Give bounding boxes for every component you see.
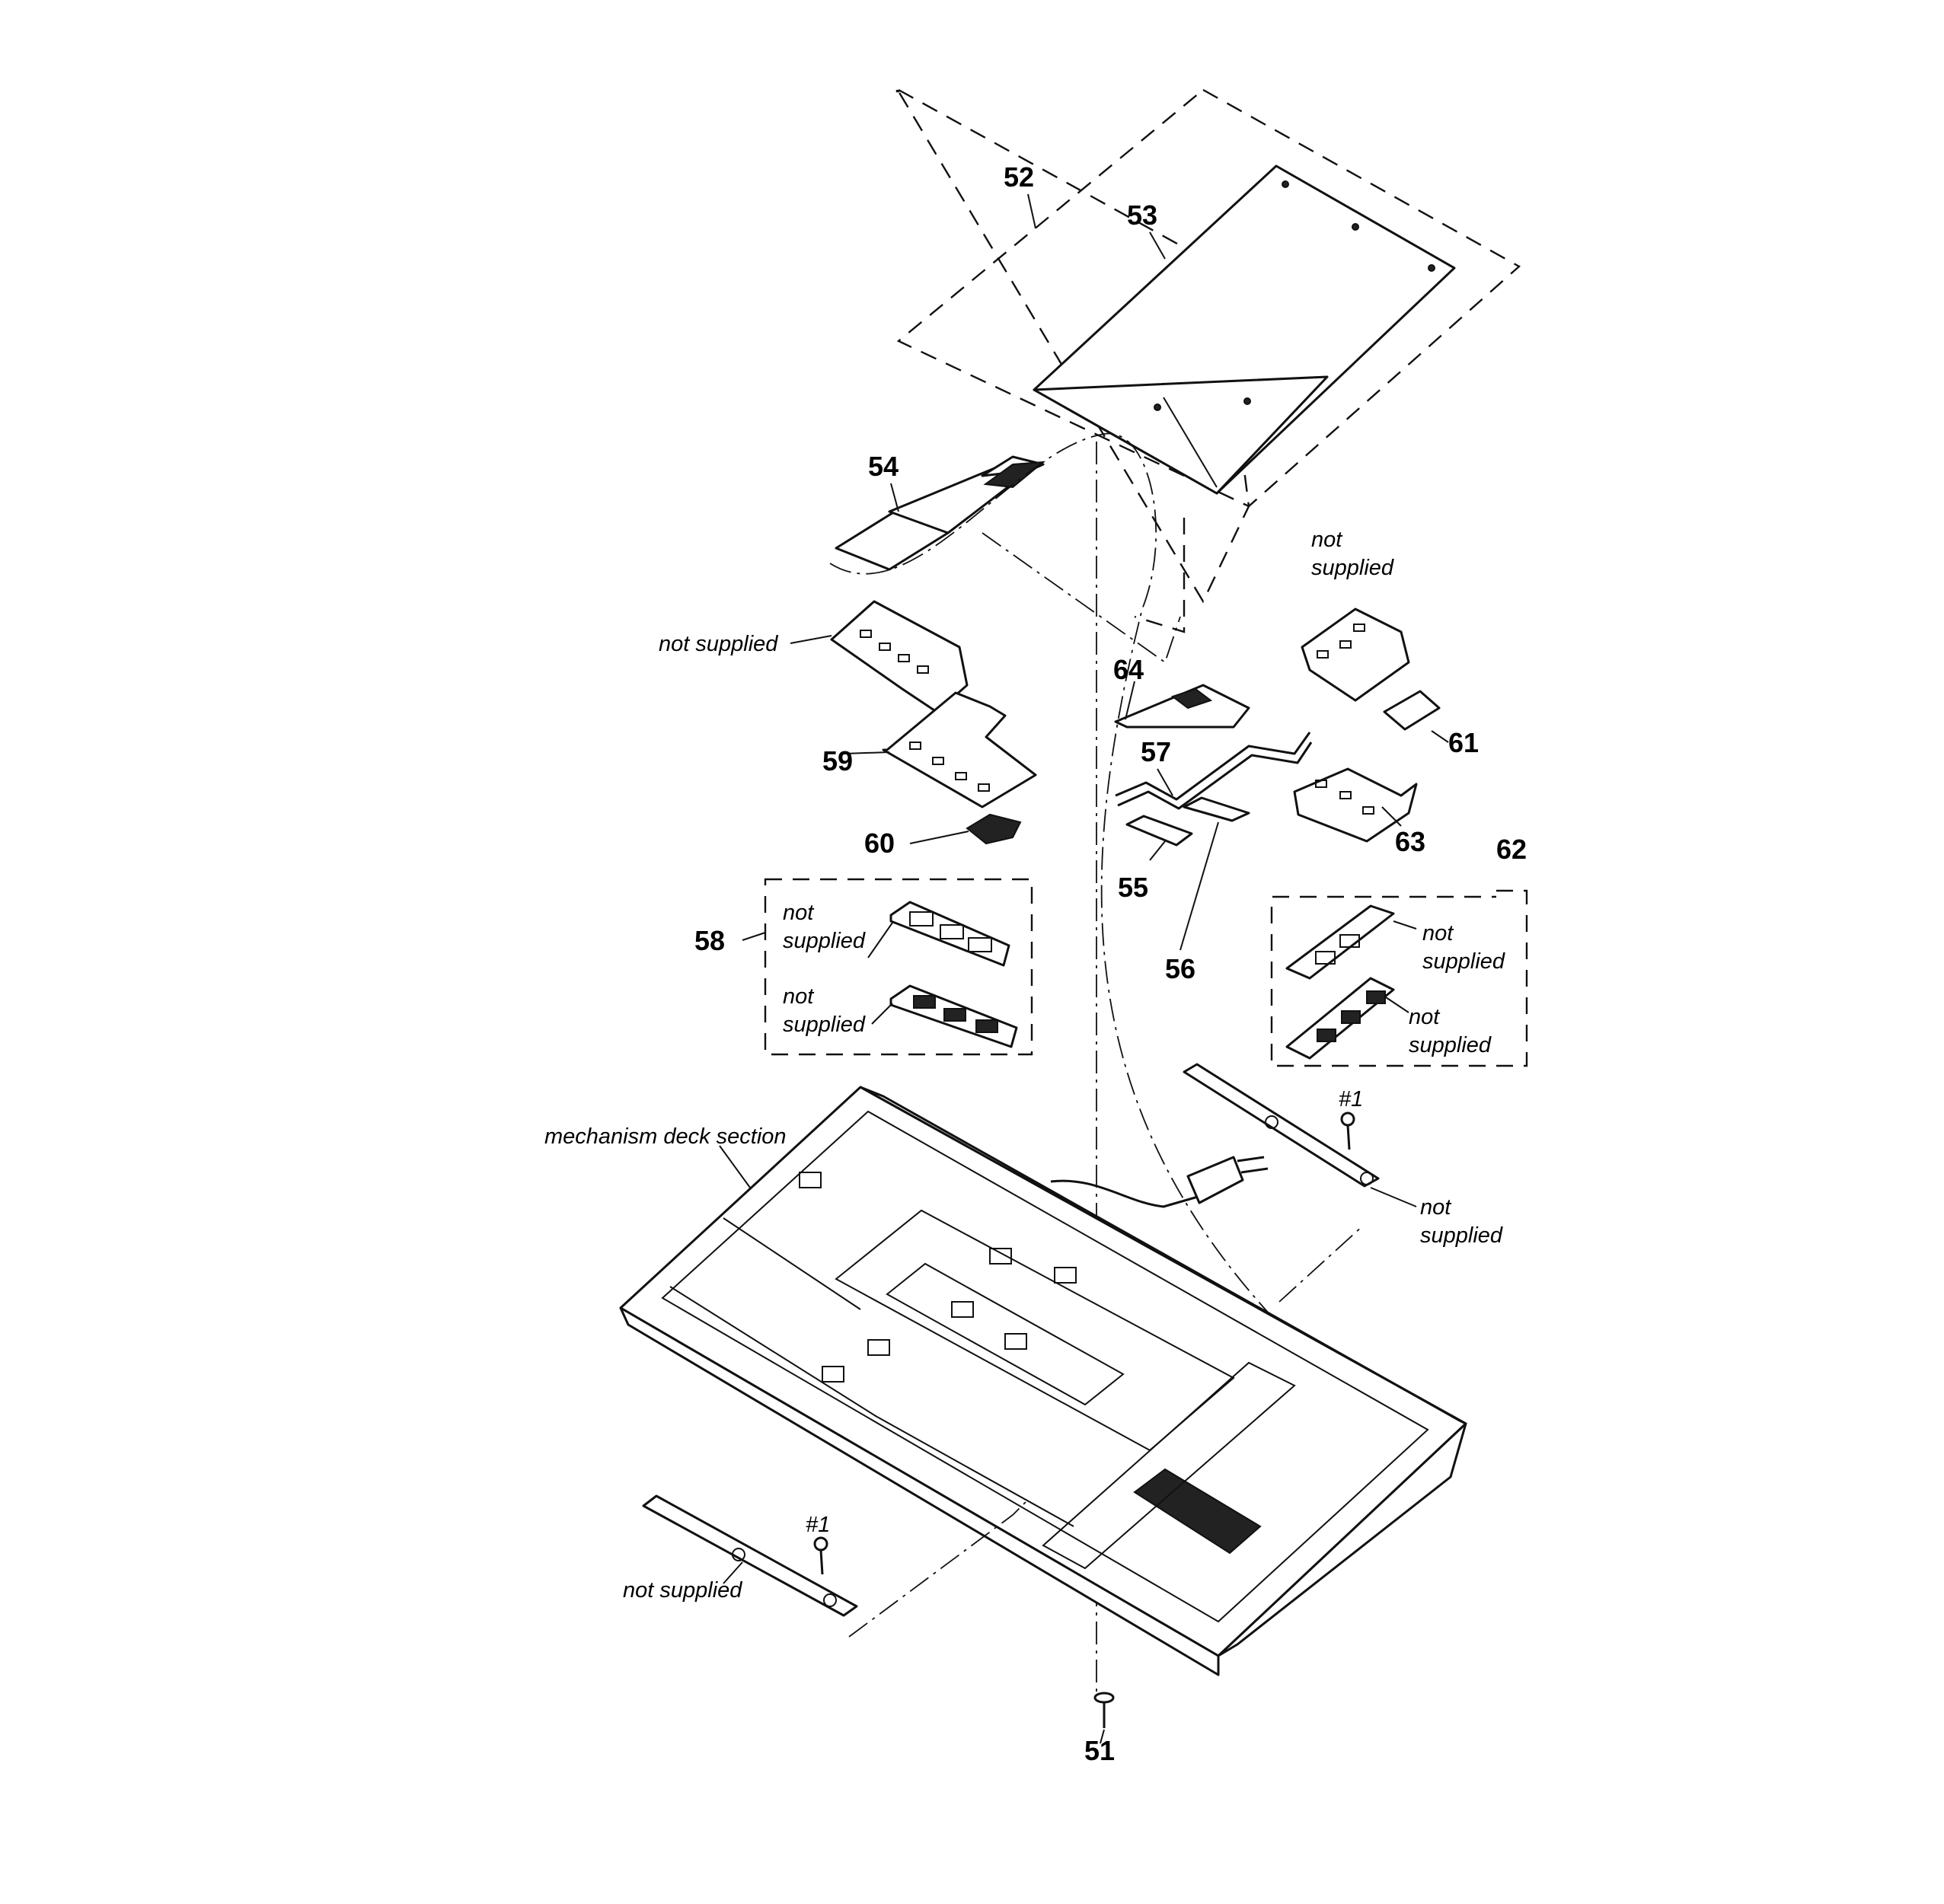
callout-64: 64 bbox=[1113, 654, 1144, 685]
note-bracket-left: not supplied bbox=[623, 1578, 742, 1603]
callout-63: 63 bbox=[1395, 826, 1425, 857]
note-62-bottom-line1: not bbox=[1409, 1005, 1441, 1029]
screw-left bbox=[813, 1536, 828, 1575]
guide-line-d bbox=[848, 1499, 1029, 1638]
callout-60: 60 bbox=[864, 828, 895, 859]
leader-deck bbox=[719, 1145, 751, 1188]
part-51-screw bbox=[1093, 1692, 1115, 1728]
part-62-board-top bbox=[1285, 904, 1395, 980]
leader-54 bbox=[890, 483, 899, 512]
leader-57 bbox=[1157, 768, 1173, 796]
leader-60 bbox=[909, 831, 969, 844]
assembly-62-boundary bbox=[1270, 889, 1528, 1067]
note-62-top-line2: supplied bbox=[1422, 949, 1505, 974]
note-bracket-right-line2: supplied bbox=[1420, 1223, 1503, 1248]
leader-55 bbox=[1149, 840, 1166, 861]
leader-63 bbox=[1381, 806, 1402, 827]
part-61 bbox=[1383, 690, 1441, 731]
callout-56: 56 bbox=[1165, 953, 1195, 984]
callout-54: 54 bbox=[868, 451, 899, 482]
assembly-58-boundary bbox=[764, 878, 1033, 1056]
leader-59 bbox=[843, 751, 890, 754]
note-58-top-line1: not bbox=[783, 901, 815, 925]
leader-58-bot bbox=[871, 1003, 893, 1025]
leader-58 bbox=[742, 932, 766, 941]
note-not-supplied-right-line2: supplied bbox=[1311, 556, 1394, 580]
callout-62: 62 bbox=[1496, 834, 1527, 865]
board-not-supplied-right bbox=[1301, 608, 1410, 702]
leader-62-top bbox=[1393, 920, 1417, 930]
part-58-board-bottom bbox=[889, 984, 1018, 1048]
note-not-supplied-right-line1: not bbox=[1311, 528, 1343, 552]
note-not-supplied-left: not supplied bbox=[659, 632, 778, 656]
assembly-52-boundary-left bbox=[895, 90, 900, 93]
leader-51 bbox=[1100, 1729, 1105, 1744]
note-bracket-right-line1: not bbox=[1420, 1195, 1452, 1220]
part-53-top-cover bbox=[1033, 164, 1456, 495]
leader-62-bot bbox=[1385, 997, 1409, 1013]
leader-58-top bbox=[867, 922, 893, 958]
leader-61 bbox=[1431, 730, 1449, 743]
power-cord bbox=[1050, 1156, 1269, 1208]
assembly-52-frame bbox=[896, 88, 1521, 508]
part-60-bracket bbox=[966, 813, 1022, 845]
guide-line-e bbox=[1278, 1225, 1364, 1303]
part-64-frame bbox=[1114, 684, 1250, 729]
screw-right bbox=[1340, 1111, 1355, 1150]
guide-line-a bbox=[829, 432, 1349, 1432]
callout-53: 53 bbox=[1127, 199, 1157, 231]
note-screw-left: #1 bbox=[806, 1513, 830, 1537]
guide-line-c bbox=[982, 532, 1181, 664]
note-58-bottom-line1: not bbox=[783, 984, 815, 1009]
note-62-top-line1: not bbox=[1422, 921, 1454, 946]
leader-56 bbox=[1179, 821, 1219, 951]
front-bracket-left bbox=[642, 1494, 858, 1617]
note-62-bottom-line2: supplied bbox=[1409, 1033, 1492, 1057]
note-screw-right: #1 bbox=[1339, 1087, 1363, 1111]
part-55 bbox=[1125, 815, 1193, 847]
part-58-board-top bbox=[889, 901, 1010, 967]
callout-52: 52 bbox=[1004, 161, 1034, 193]
assembly-52-lower-frame bbox=[1134, 518, 1186, 633]
note-mechanism-deck-section: mechanism deck section bbox=[544, 1124, 787, 1149]
leader-ns-bracket-left bbox=[723, 1561, 743, 1584]
callout-58: 58 bbox=[694, 925, 725, 956]
leader-64 bbox=[1125, 681, 1135, 720]
part-62-board-bottom bbox=[1285, 977, 1395, 1060]
callout-55: 55 bbox=[1118, 872, 1148, 903]
assembly-52-boundary bbox=[897, 88, 1250, 604]
callout-57: 57 bbox=[1141, 736, 1171, 767]
note-58-bottom-line2: supplied bbox=[783, 1013, 866, 1037]
mechanism-deck-section bbox=[619, 1086, 1467, 1676]
note-58-top-line2: supplied bbox=[783, 929, 866, 953]
part-59-board bbox=[882, 691, 1037, 808]
part-54-flat-cable bbox=[835, 455, 1046, 571]
leader-53 bbox=[1149, 231, 1166, 260]
rear-bracket-right bbox=[1183, 1063, 1380, 1188]
part-57-cable bbox=[1115, 732, 1313, 810]
leader-52 bbox=[1027, 193, 1036, 229]
callout-61: 61 bbox=[1448, 727, 1479, 758]
callout-51: 51 bbox=[1084, 1735, 1115, 1766]
board-not-supplied-left bbox=[830, 600, 969, 713]
leader-ns-bracket-right bbox=[1370, 1187, 1417, 1207]
leader-ns-left bbox=[790, 635, 832, 644]
part-56 bbox=[1183, 796, 1250, 822]
callout-59: 59 bbox=[822, 745, 853, 777]
part-63-board bbox=[1293, 767, 1418, 843]
